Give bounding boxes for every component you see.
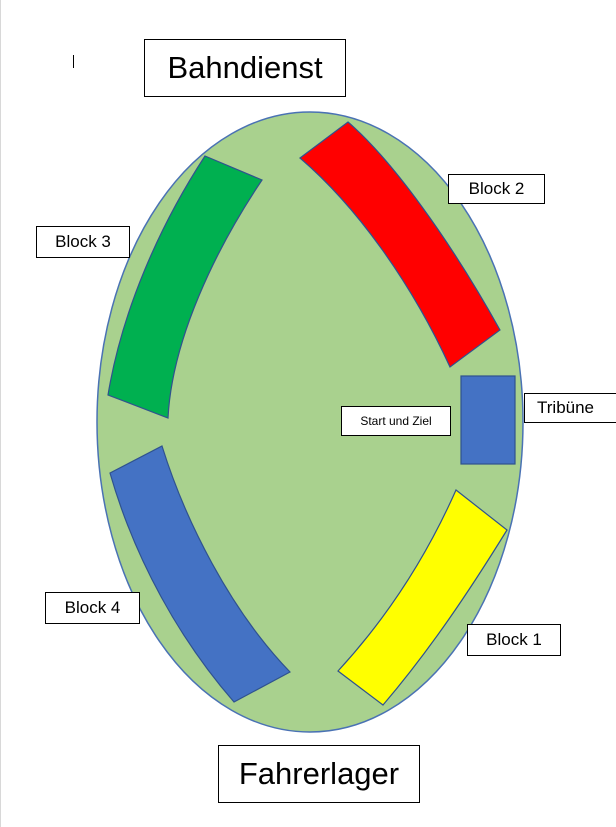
block-3-shape (107, 155, 263, 419)
label-block-3: Block 3 (36, 226, 130, 258)
page-edge-line (0, 0, 1, 827)
label-block-4: Block 4 (45, 592, 140, 624)
block-2-shape (299, 121, 501, 368)
label-bahndienst: Bahndienst (144, 39, 346, 97)
text-cursor (73, 55, 74, 68)
block-1-shape (337, 489, 508, 706)
label-block-2: Block 2 (448, 174, 545, 204)
label-tribune: Tribüne (524, 393, 616, 423)
label-start-und-ziel: Start und Ziel (341, 406, 451, 436)
block-4-shape (109, 445, 291, 703)
label-fahrerlager: Fahrerlager (218, 745, 420, 803)
tribune-shape (460, 375, 516, 465)
label-block-1: Block 1 (467, 624, 561, 656)
track-oval (96, 111, 524, 733)
